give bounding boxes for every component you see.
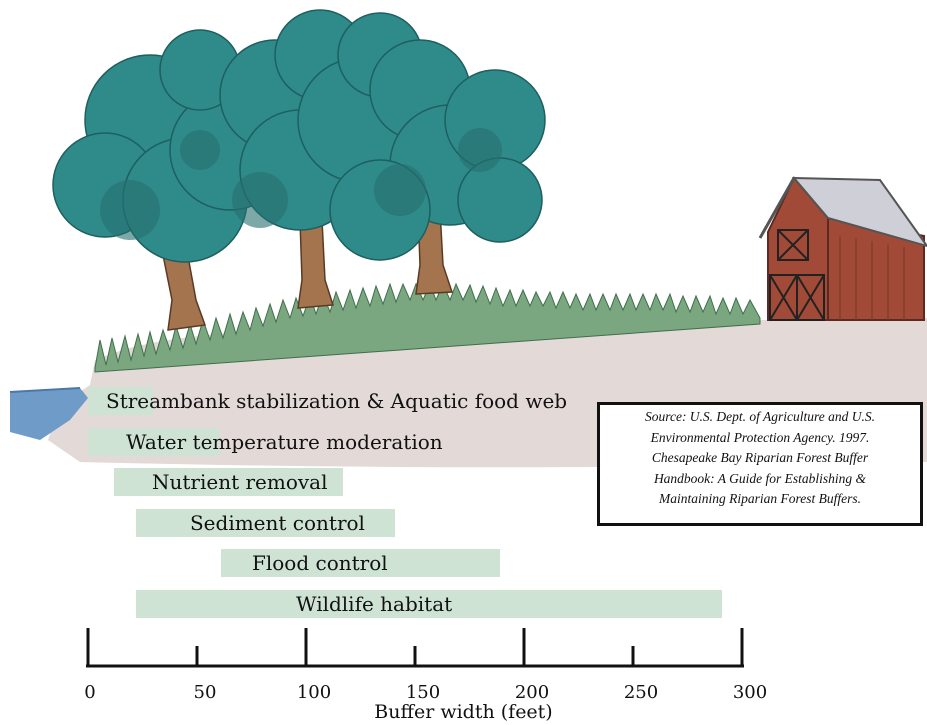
buffer-bar-label: Nutrient removal [151, 470, 328, 494]
buffer-bar: Streambank stabilization & Aquatic food … [88, 387, 567, 415]
buffer-bar-label: Water temperature moderation [126, 429, 443, 454]
buffer-bar-label: Streambank stabilization & Aquatic food … [106, 389, 568, 413]
source-line: Maintaining Riparian Forest Buffers. [659, 491, 861, 506]
tick-label: 250 [623, 682, 659, 703]
source-line: Environmental Protection Agency. 1997. [650, 429, 870, 445]
x-axis-label: Buffer width (feet) [374, 701, 553, 723]
canopy-shading [100, 128, 502, 240]
buffer-bar: Flood control [220, 549, 500, 577]
tick-label: 150 [405, 682, 441, 703]
buffer-bar: Nutrient removal [114, 468, 344, 496]
x-axis [86, 628, 744, 668]
source-line: Handbook: A Guide for Establishing & [653, 470, 867, 486]
buffer-bar-label: Sediment control [189, 510, 365, 535]
tick-label: 200 [514, 682, 550, 703]
barn [758, 176, 927, 321]
tick-label: 300 [732, 682, 768, 703]
buffer-bar-label: Flood control [251, 551, 388, 575]
tick-label: 0 [84, 682, 96, 703]
stream-water [10, 388, 88, 440]
tick-label: 50 [193, 682, 217, 703]
source-line: Chesapeake Bay Riparian Forest Buffer [651, 450, 869, 465]
buffer-bar: Sediment control [135, 508, 396, 537]
source-line: Source: U.S. Dept. of Agriculture and U.… [644, 409, 876, 424]
buffer-bar: Water temperature moderation [88, 427, 443, 456]
buffer-bar: Wildlife habitat [135, 589, 723, 618]
buffer-bar-label: Wildlife habitat [295, 591, 453, 616]
source-citation: Source: U.S. Dept. of Agriculture and U.… [597, 402, 923, 526]
tick-label: 100 [296, 682, 332, 703]
